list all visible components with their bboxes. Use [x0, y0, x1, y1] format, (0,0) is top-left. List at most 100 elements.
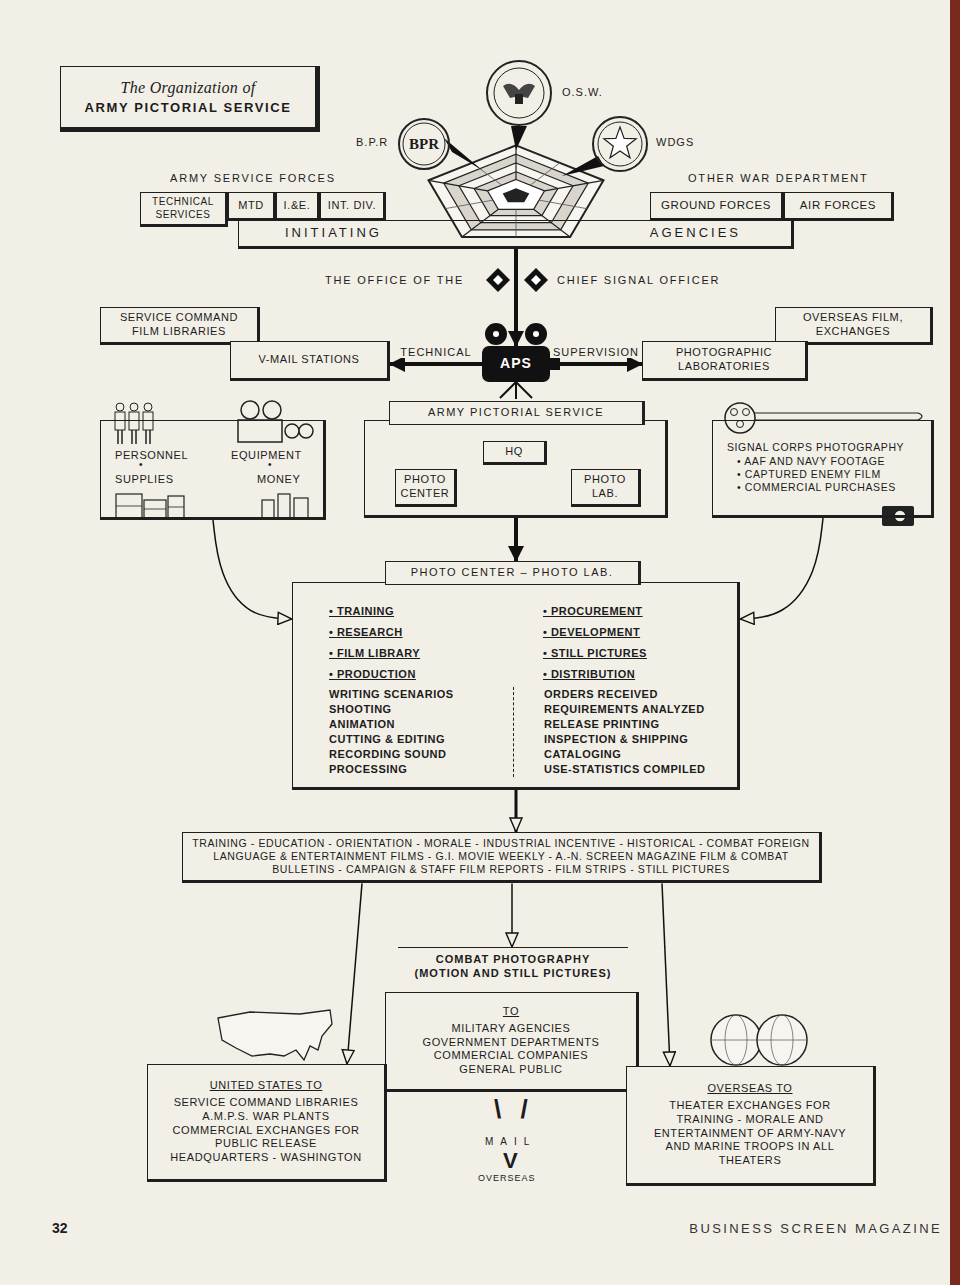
film-reel [525, 323, 547, 345]
agency-box: TECHNICAL SERVICES [140, 192, 228, 227]
money-stack [262, 500, 274, 518]
pentagon-wing [530, 163, 559, 185]
box-text: MONEY [257, 473, 300, 487]
box-text: SHOOTING [329, 702, 392, 717]
box-text: • FILM LIBRARY [329, 643, 420, 664]
box-text: INSPECTION & SHIPPING [544, 732, 688, 747]
person-head [144, 403, 152, 411]
seal-ring [403, 123, 445, 165]
box-text: COMMERCIAL EXCHANGES FOR PUBLIC RELEASE [154, 1124, 378, 1152]
box-text: ARMY PICTORIAL SERVICE [85, 100, 292, 116]
pentagon-spoke [429, 180, 488, 191]
box-heading: PHOTO CENTER – PHOTO LAB. [385, 561, 641, 585]
pentagon-ring [429, 145, 604, 237]
box-text: SERVICE COMMAND LIBRARIES [174, 1096, 359, 1110]
person-leg [145, 430, 147, 444]
crate-slat [144, 509, 166, 510]
leader-wedge [562, 156, 604, 176]
film-reel [725, 403, 755, 433]
box-text: GENERAL PUBLIC [459, 1063, 562, 1077]
crate-slat [168, 507, 184, 508]
edge-label: SUPERVISION [551, 346, 641, 358]
text-group: WRITING SCENARIOSSHOOTINGANIMATIONCUTTIN… [329, 687, 454, 777]
box-text: • PROCUREMENT [543, 601, 643, 622]
connector-arrow [550, 362, 642, 366]
box-text: GOVERNMENT DEPARTMENTS [423, 1036, 600, 1050]
box-text: BPR [409, 135, 439, 154]
page-footer: 32 [52, 1220, 68, 1236]
box-text: PERSONNEL [115, 449, 188, 463]
text-group: • TRAINING• RESEARCH• FILM LIBRARY• PROD… [329, 601, 420, 685]
projector-reel [241, 401, 259, 419]
diamond-symbol [524, 268, 548, 292]
aps-box: ARMY PICTORIAL SERVICEHQPHOTO CENTERPHOT… [364, 420, 668, 518]
box-text: WRITING SCENARIOS [329, 687, 454, 702]
film-curl [918, 413, 922, 420]
person-body [143, 412, 153, 430]
text-group: • PROCUREMENT• DEVELOPMENT• STILL PICTUR… [543, 601, 647, 685]
globe [757, 1015, 807, 1065]
tripod-leg [515, 382, 517, 399]
person-leg [117, 430, 119, 444]
box-text: ORDERS RECEIVED [544, 687, 658, 702]
box-text: PHOTO CENTER [401, 473, 450, 501]
seal-circle: O.S.W. [486, 60, 552, 126]
reel-hole [743, 409, 750, 416]
box-text: CUTTING & EDITING [329, 732, 445, 747]
globe-equator [757, 1040, 807, 1041]
agency-box: I.&E. [276, 192, 320, 221]
distribution-box: COMBAT PHOTOGRAPHY(MOTION AND STILL PICT… [385, 992, 639, 1092]
projector-lens [285, 424, 299, 438]
agency-box: AIR FORCES [784, 192, 894, 221]
money-stack [278, 494, 290, 518]
star-symbol [604, 127, 636, 158]
connector-arrow [390, 362, 482, 366]
box-text: • DISTRIBUTION [543, 664, 635, 685]
box-text: INT. DIV. [328, 199, 376, 213]
pentagon-spoke [462, 209, 498, 237]
pentagon-spoke [545, 180, 604, 191]
sources-box: SIGNAL CORPS PHOTOGRAPHY• AAF AND NAVY F… [712, 420, 934, 518]
operations-box: • TRAINING• RESEARCH• FILM LIBRARY• PROD… [292, 582, 740, 790]
box-text: SERVICE COMMAND FILM LIBRARIES [107, 311, 251, 339]
box-text: ANIMATION [329, 717, 395, 732]
supply-crate [144, 500, 166, 518]
diamond-inner [493, 275, 503, 285]
pentagon-wing [445, 200, 493, 209]
box-text: TO [503, 1005, 519, 1019]
group-label: ARMY SERVICE FORCES [170, 172, 336, 184]
seal-circle: B.P.RBPR [398, 118, 450, 170]
box-text: • STILL PICTURES [543, 643, 647, 664]
box-text: I.&E. [284, 199, 311, 213]
box-text: UNITED STATES TO [210, 1079, 323, 1093]
box-text: MTD [238, 199, 264, 213]
library-box: SERVICE COMMAND FILM LIBRARIES [100, 307, 260, 345]
box-text: TRAINING - EDUCATION - ORIENTATION - MOR… [191, 837, 811, 876]
initiating-band: INITIATINGAGENCIES [238, 220, 794, 249]
person-leg [121, 430, 123, 444]
distribution-box: OVERSEAS TOTHEATER EXCHANGES FOR TRAININ… [626, 1066, 876, 1186]
vmail-logo-text: OVERSEAS [478, 1173, 536, 1183]
tripod-leg [500, 382, 516, 398]
box-text: CATALOGING [544, 747, 621, 762]
leader-wedge [511, 126, 527, 150]
box-text: SUPPLIES [115, 473, 174, 487]
agency-box: GROUND FORCES [650, 192, 784, 221]
reel-hub [533, 331, 539, 337]
pentagon-court [503, 188, 530, 202]
page-footer: BUSINESS SCREEN MAGAZINE [689, 1221, 942, 1236]
connector-arrow [740, 518, 823, 619]
us-map [218, 1010, 332, 1060]
pentagon-spoke [534, 209, 570, 237]
photo-box: PHOTO LAB. [571, 469, 641, 507]
diamond-inner [531, 275, 541, 285]
box-text: WDGS [656, 136, 694, 150]
person-head [116, 403, 124, 411]
reel-hole [731, 409, 738, 416]
connector-arrow [347, 883, 362, 1064]
films-band: TRAINING - EDUCATION - ORIENTATION - MOR… [182, 832, 822, 883]
agency-box: MTD [228, 192, 276, 221]
box-text: RELEASE PRINTING [544, 717, 660, 732]
